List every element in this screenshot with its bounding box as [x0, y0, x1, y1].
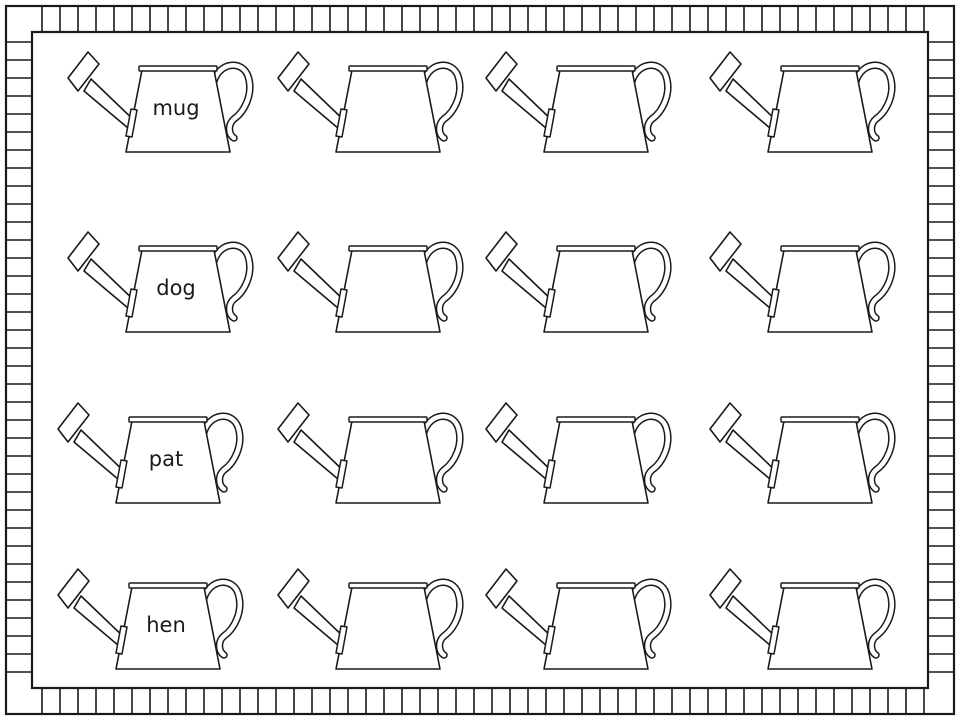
can-word-label: pat	[149, 447, 183, 471]
can-word-label: dog	[156, 276, 196, 300]
border-rungs	[6, 6, 954, 714]
can-word-label: hen	[146, 613, 186, 637]
watering-can-blank	[278, 232, 460, 332]
watering-can-blank	[486, 403, 668, 503]
watering-can-labeled: pat	[58, 403, 240, 503]
watering-can-labeled: dog	[68, 232, 250, 332]
watering-can-blank	[710, 569, 892, 669]
watering-can-blank	[278, 52, 460, 152]
watering-can-blank	[486, 569, 668, 669]
watering-can-blank	[278, 569, 460, 669]
watering-can-blank	[278, 403, 460, 503]
decorative-border	[4, 4, 956, 716]
watering-can-blank	[710, 403, 892, 503]
watering-can-labeled: hen	[58, 569, 240, 669]
watering-can-blank	[486, 52, 668, 152]
watering-can-blank	[486, 232, 668, 332]
watering-can-blank	[710, 52, 892, 152]
watering-can-labeled: mug	[68, 52, 250, 152]
watering-can-blank	[710, 232, 892, 332]
watering-can-grid: mug dog pat hen	[58, 52, 892, 669]
can-word-label: mug	[152, 96, 199, 120]
